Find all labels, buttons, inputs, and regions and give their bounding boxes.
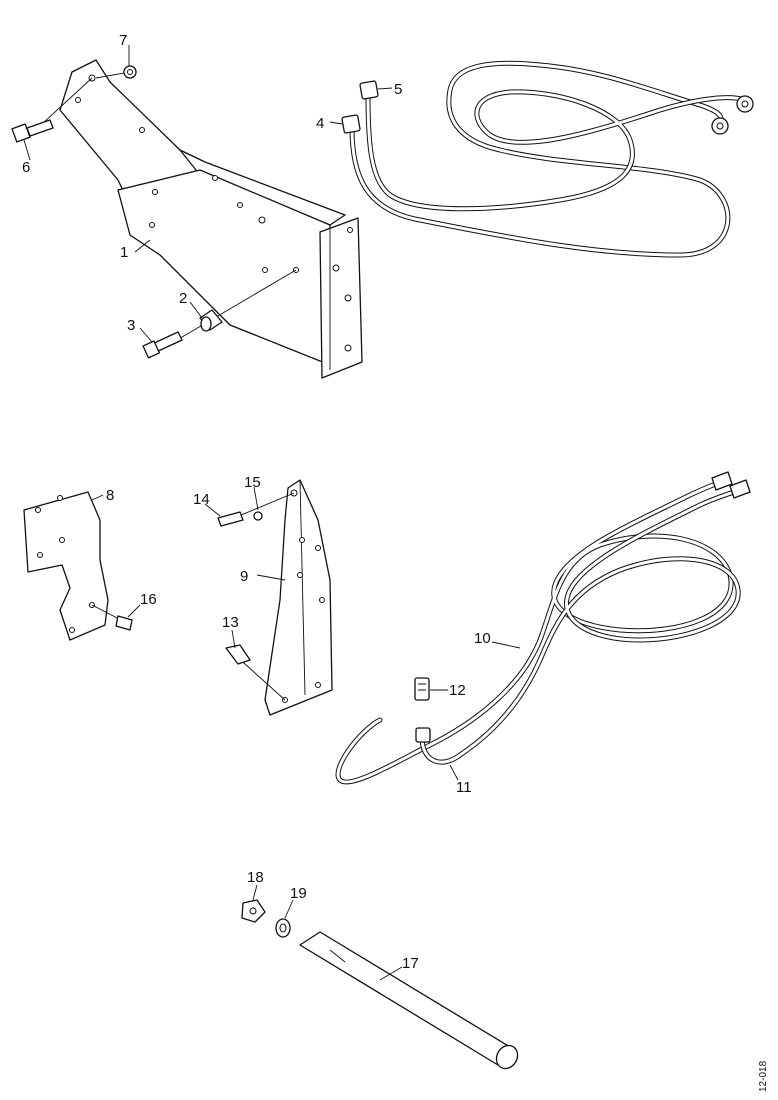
hose-assembly-bottom	[335, 471, 751, 785]
callout-14: 14	[193, 491, 210, 508]
callout-9: 9	[240, 568, 248, 585]
callout-5: 5	[394, 81, 402, 98]
tube-17	[241, 899, 519, 1070]
callout-labels: 1 2 3 4 5 6 7 8 9 10 11 12 13 14 15 16 1…	[22, 32, 491, 972]
callout-4: 4	[316, 115, 324, 132]
main-bracket	[11, 59, 363, 379]
callout-17: 17	[402, 955, 419, 972]
callout-1: 1	[120, 244, 128, 261]
callout-10: 10	[474, 630, 491, 647]
callout-11: 11	[456, 779, 472, 796]
callout-18: 18	[247, 869, 264, 886]
callout-12: 12	[449, 682, 466, 699]
callout-3: 3	[127, 317, 135, 334]
callout-8: 8	[106, 487, 114, 504]
hose-assembly-top	[341, 60, 754, 258]
callout-6: 6	[22, 159, 30, 176]
bracket-8	[23, 491, 133, 641]
leader-lines	[23, 45, 521, 981]
figure-reference: 12-018	[758, 1060, 769, 1092]
callout-2: 2	[179, 290, 187, 307]
callout-19: 19	[290, 885, 307, 902]
callout-16: 16	[140, 591, 157, 608]
callout-13: 13	[222, 614, 239, 631]
callout-7: 7	[119, 32, 127, 49]
callout-15: 15	[244, 474, 261, 491]
bracket-9	[217, 479, 333, 716]
